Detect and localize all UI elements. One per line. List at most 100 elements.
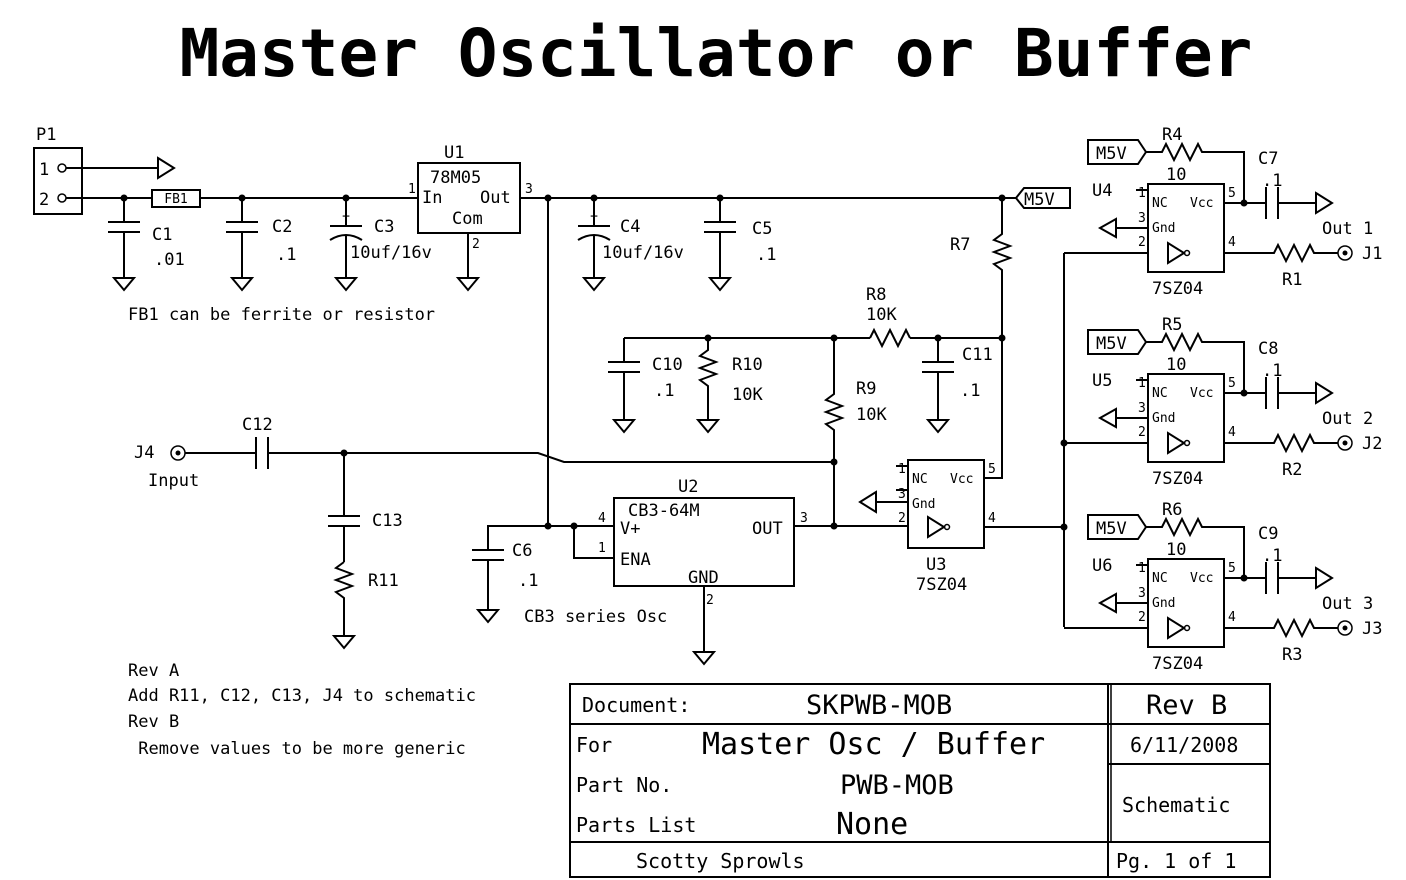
svg-text:Out 2: Out 2 xyxy=(1322,409,1373,429)
svg-text:10: 10 xyxy=(1166,355,1186,375)
svg-text:Out 1: Out 1 xyxy=(1322,219,1373,239)
ferrite-bead-fb1: FB1 xyxy=(151,189,201,208)
rev-b: Rev B xyxy=(128,712,179,732)
svg-text:.1: .1 xyxy=(1262,171,1282,191)
svg-text:M5V: M5V xyxy=(1096,519,1127,539)
svg-text:J1: J1 xyxy=(1362,244,1382,264)
resistor-r8 xyxy=(869,327,911,349)
svg-text:OUT: OUT xyxy=(752,519,783,539)
svg-text:5: 5 xyxy=(1228,376,1236,391)
svg-text:1: 1 xyxy=(598,541,606,556)
svg-text:.1: .1 xyxy=(960,381,980,401)
capacitor-c10: C10 .1 xyxy=(608,338,683,433)
svg-text:2: 2 xyxy=(898,511,906,526)
svg-text:1: 1 xyxy=(1138,561,1146,576)
svg-text:J4: J4 xyxy=(134,443,154,463)
svg-text:C1: C1 xyxy=(152,225,172,245)
rev-a: Rev A xyxy=(128,661,179,681)
schematic-title: Master Oscillator or Buffer xyxy=(180,15,1253,92)
svg-text:3: 3 xyxy=(898,487,906,502)
svg-text:10K: 10K xyxy=(866,305,897,325)
svg-text:R8: R8 xyxy=(866,285,886,305)
revision: Rev B xyxy=(1146,690,1227,721)
date: 6/11/2008 xyxy=(1130,733,1238,757)
svg-text:7SZ04: 7SZ04 xyxy=(1152,654,1203,674)
svg-text:2: 2 xyxy=(472,237,480,252)
resistor-r10: R10 10K xyxy=(697,338,763,433)
svg-text:10: 10 xyxy=(1166,540,1186,560)
svg-text:10K: 10K xyxy=(732,385,763,405)
rev-b-note: Remove values to be more generic xyxy=(128,739,466,759)
part-no-label: Part No. xyxy=(576,773,672,797)
author: Scotty Sprowls xyxy=(636,849,805,873)
svg-text:2: 2 xyxy=(1138,610,1146,625)
svg-text:C13: C13 xyxy=(372,511,403,531)
svg-text:.1: .1 xyxy=(1262,546,1282,566)
svg-text:NC: NC xyxy=(1152,196,1168,211)
net-label-m5v xyxy=(1014,187,1071,209)
output-arrow xyxy=(157,156,176,180)
svg-text:.01: .01 xyxy=(154,250,185,270)
svg-text:R1: R1 xyxy=(1282,270,1302,290)
svg-text:4: 4 xyxy=(1228,235,1236,250)
document-number: SKPWB-MOB xyxy=(806,690,952,721)
svg-text:2: 2 xyxy=(39,190,49,210)
svg-text:R7: R7 xyxy=(950,235,970,255)
svg-text:Input: Input xyxy=(148,471,199,491)
svg-text:NC: NC xyxy=(1152,386,1168,401)
svg-text:Gnd: Gnd xyxy=(912,497,935,512)
inverter-u3: NC Vcc Gnd 1 3 2 5 4 U3 7SZ04 xyxy=(898,459,996,595)
svg-text:R4: R4 xyxy=(1162,125,1182,145)
svg-text:R5: R5 xyxy=(1162,315,1182,335)
svg-text:4: 4 xyxy=(988,511,996,526)
svg-text:Out: Out xyxy=(480,188,511,208)
resistor-r9: R9 10K xyxy=(823,338,887,526)
doc-type: Schematic xyxy=(1122,793,1230,817)
svg-text:2: 2 xyxy=(706,593,714,608)
rev-a-note: Add R11, C12, C13, J4 to schematic xyxy=(128,686,476,706)
parts-list-label: Parts List xyxy=(576,813,696,837)
svg-text:3: 3 xyxy=(525,182,533,197)
for-value: Master Osc / Buffer xyxy=(702,727,1045,762)
svg-text:3: 3 xyxy=(1138,401,1146,416)
part-no: PWB-MOB xyxy=(840,770,954,801)
svg-text:U4: U4 xyxy=(1092,181,1112,201)
capacitor-c1: C1 .01 xyxy=(108,198,185,291)
svg-text:U2: U2 xyxy=(678,477,698,497)
svg-text:Com: Com xyxy=(452,209,483,229)
svg-text:R10: R10 xyxy=(732,355,763,375)
capacitor-c12 xyxy=(255,437,269,469)
svg-text:M5V: M5V xyxy=(1024,190,1055,210)
svg-text:1: 1 xyxy=(1138,186,1146,201)
title-block: Document: SKPWB-MOB Rev B For Master Osc… xyxy=(569,683,1271,878)
svg-text:Vcc: Vcc xyxy=(1190,196,1213,211)
svg-text:C2: C2 xyxy=(272,217,292,237)
capacitor-c5: C5 .1 xyxy=(704,198,776,291)
svg-text:Vcc: Vcc xyxy=(1190,386,1213,401)
svg-text:.1: .1 xyxy=(276,245,296,265)
svg-text:C10: C10 xyxy=(652,355,683,375)
svg-text:.1: .1 xyxy=(1262,361,1282,381)
svg-text:M5V: M5V xyxy=(1096,334,1127,354)
svg-text:J2: J2 xyxy=(1362,434,1382,454)
svg-text:10uf/16v: 10uf/16v xyxy=(602,243,684,263)
svg-text:V+: V+ xyxy=(620,519,640,539)
connector-j4: J4 Input xyxy=(134,443,199,491)
svg-text:FB1: FB1 xyxy=(164,192,187,207)
svg-text:CB3 series Osc: CB3 series Osc xyxy=(524,607,667,627)
svg-text:NC: NC xyxy=(912,472,928,487)
svg-text:7SZ04: 7SZ04 xyxy=(1152,279,1203,299)
svg-text:Gnd: Gnd xyxy=(1152,411,1175,426)
svg-text:C9: C9 xyxy=(1258,524,1278,544)
svg-text:3: 3 xyxy=(1138,586,1146,601)
svg-text:.1: .1 xyxy=(756,245,776,265)
resistor-r7: R7 xyxy=(950,198,1013,338)
svg-text:2: 2 xyxy=(1138,425,1146,440)
svg-text:.1: .1 xyxy=(654,381,674,401)
svg-text:Vcc: Vcc xyxy=(950,472,973,487)
resistor-r11: R11 xyxy=(333,561,399,649)
capacitor-c4: + C4 10uf/16v xyxy=(577,198,684,291)
svg-text:5: 5 xyxy=(1228,186,1236,201)
svg-text:5: 5 xyxy=(988,462,996,477)
svg-text:5: 5 xyxy=(1228,561,1236,576)
